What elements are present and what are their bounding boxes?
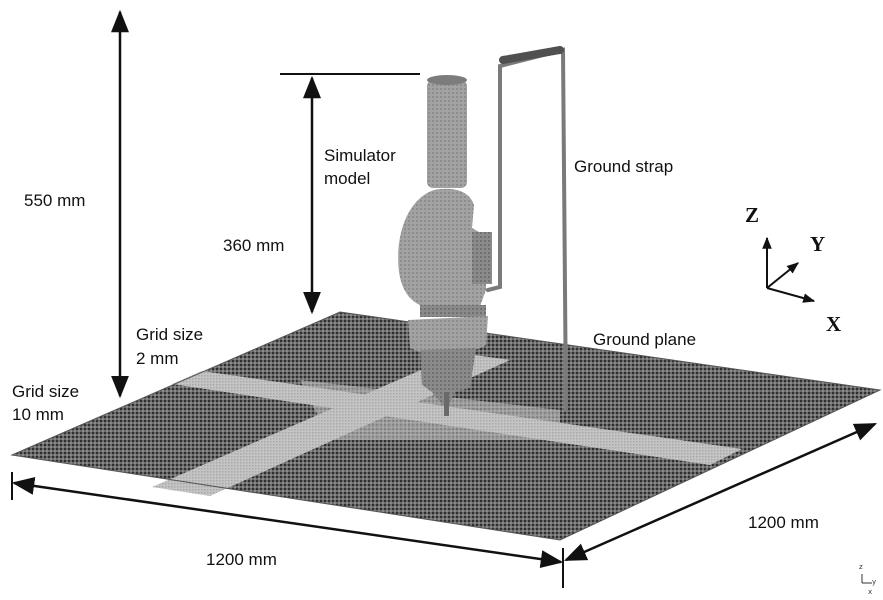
fine-grid-center — [300, 380, 560, 440]
simulator-model — [398, 75, 492, 416]
label-simulator: Simulator — [324, 146, 396, 165]
label-550mm: 550 mm — [24, 191, 86, 210]
model-top-cylinder — [427, 80, 467, 188]
coordinate-axes — [762, 236, 816, 303]
dim-front-arrow — [11, 476, 564, 569]
model-head — [398, 188, 486, 310]
dim-side-arrow — [563, 422, 878, 562]
model-neck — [420, 305, 486, 317]
model-probe — [444, 392, 449, 416]
label-model: model — [324, 169, 371, 188]
axis-y-arrow — [766, 262, 799, 289]
mini-axis-z-label: z — [859, 563, 863, 571]
model-lower-body — [408, 316, 488, 355]
label-grid-10mm-line1: Grid size — [12, 382, 80, 401]
mini-axis-y-label: y — [872, 578, 877, 586]
axis-y-label: Y — [810, 232, 826, 256]
label-1200mm-front: 1200 mm — [206, 550, 277, 569]
axis-x-label: X — [826, 312, 842, 336]
label-ground-plane: Ground plane — [593, 330, 697, 349]
model-legs — [420, 348, 476, 410]
label-grid-2mm-line1: Grid size — [136, 325, 204, 344]
label-ground-strap: Ground strap — [574, 157, 674, 176]
model-side-block — [472, 232, 492, 284]
axis-x-arrow — [766, 287, 816, 303]
dimension-1200-side — [563, 422, 878, 562]
dimension-1200-front — [11, 472, 564, 588]
label-1200mm-side: 1200 mm — [748, 513, 819, 532]
ground-strap-top — [499, 46, 564, 64]
ground-strap-wire — [486, 47, 568, 412]
label-grid-2mm-line2: 2 mm — [136, 349, 179, 368]
mini-axis-x-label: x — [868, 588, 873, 596]
label-grid-10mm-line2: 10 mm — [12, 405, 64, 424]
mini-axes — [861, 574, 872, 584]
axis-z-label: Z — [745, 203, 760, 227]
dimension-360 — [280, 73, 420, 315]
ground-strap — [486, 46, 568, 412]
model-top-cap — [427, 75, 467, 85]
label-360mm: 360 mm — [223, 236, 285, 255]
